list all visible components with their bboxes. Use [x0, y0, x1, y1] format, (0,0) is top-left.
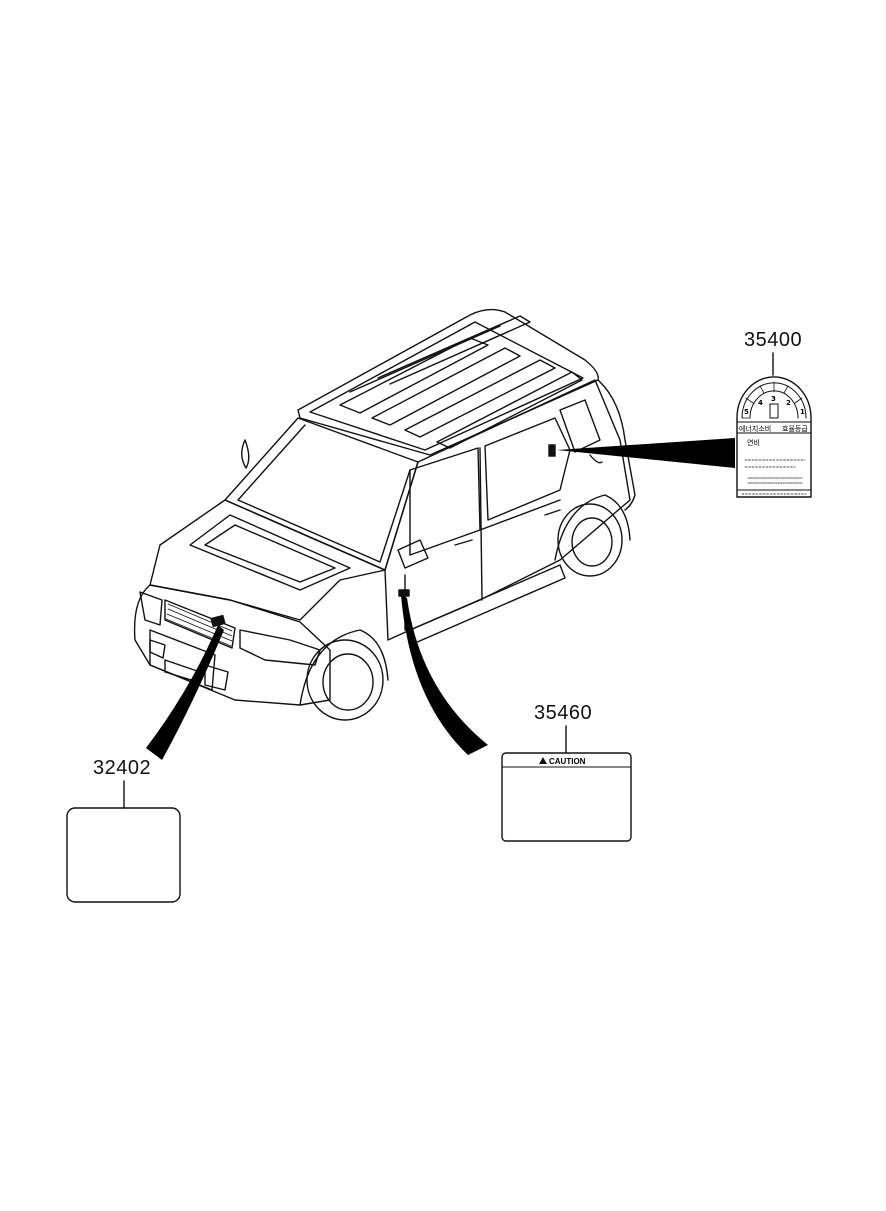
energy-scale-5: 5 — [744, 408, 749, 416]
caution-label — [501, 752, 632, 842]
emission-label — [66, 807, 181, 903]
energy-label-title: 에너지소비 — [739, 424, 771, 433]
part-number-35400: 35400 — [744, 329, 803, 351]
windshield — [224, 417, 419, 571]
energy-label-efficiency: 연비 — [747, 438, 760, 447]
quarter-window — [559, 399, 601, 453]
label-mark-grille — [210, 614, 226, 628]
label-mark-window — [548, 444, 556, 457]
energy-label-text: 5 4 3 2 1 에너지소비 효율등급 연비 — [739, 395, 808, 447]
part-number-35460: 35460 — [534, 702, 593, 724]
energy-scale-4: 4 — [758, 399, 763, 407]
warning-triangle-icon — [539, 757, 547, 764]
side-mirror — [397, 539, 429, 569]
caution-label-callout — [501, 725, 632, 842]
rear-side-window — [484, 417, 571, 521]
leader-lines — [146, 438, 735, 760]
front-side-window — [409, 447, 481, 556]
emission-label-callout — [66, 780, 181, 903]
headlight-right — [139, 591, 163, 626]
leader-window-to-35400 — [557, 438, 735, 468]
energy-label-grade: 효율등급 — [782, 425, 808, 433]
side-body — [384, 379, 631, 641]
energy-scale-1: 1 — [800, 408, 805, 416]
leader-grille-to-32402 — [146, 625, 224, 760]
headlight-left — [239, 629, 321, 666]
roof-rails — [339, 315, 583, 449]
energy-scale-3: 3 — [771, 395, 776, 403]
label-mark-door — [398, 589, 410, 597]
dial-needle — [769, 403, 779, 419]
energy-label-callout — [736, 352, 812, 498]
rear-wheel — [554, 494, 631, 577]
front-wheel — [299, 629, 389, 721]
leader-door-to-35460 — [401, 595, 488, 755]
energy-label — [736, 376, 812, 498]
caution-header: CAUTION — [549, 757, 586, 766]
front-bumper — [133, 584, 331, 706]
energy-scale-2: 2 — [786, 399, 791, 407]
part-number-32402: 32402 — [93, 757, 152, 779]
hood — [149, 499, 386, 621]
